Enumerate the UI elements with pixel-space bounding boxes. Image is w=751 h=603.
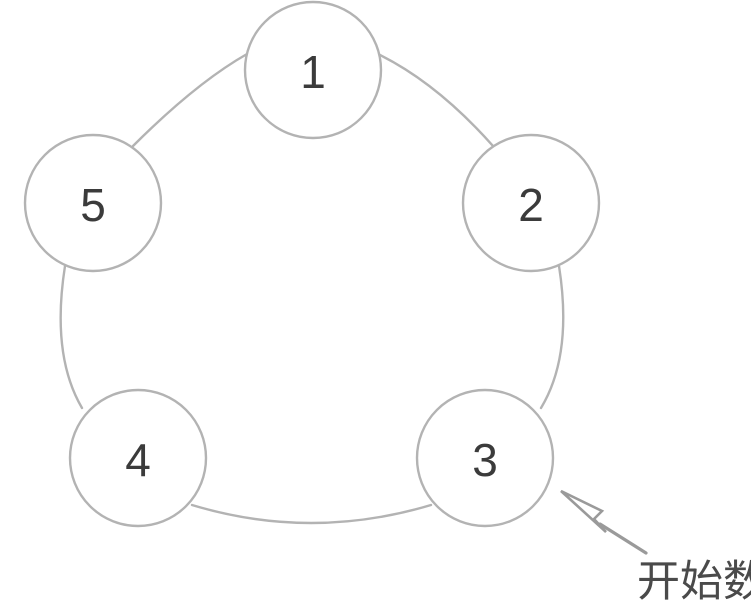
connection-1-to-2 (378, 53, 495, 148)
node-group-4[interactable]: 4 (68, 388, 208, 528)
node-circle-5[interactable] (23, 133, 163, 273)
connection-5-to-1 (131, 52, 249, 148)
node-label-3: 3 (472, 434, 498, 486)
connection-3-to-4 (190, 503, 433, 525)
node-group-2[interactable]: 2 (461, 133, 601, 273)
pointer-shaft (598, 522, 648, 555)
node-group-5[interactable]: 5 (23, 133, 163, 273)
annotation-pointer (560, 489, 648, 555)
ring-connections (59, 52, 565, 525)
node-circle-2[interactable] (461, 133, 601, 273)
node-group-3[interactable]: 3 (415, 388, 555, 528)
node-label-4: 4 (125, 434, 151, 486)
pointer-arrowhead-icon (560, 489, 607, 533)
node-circle-3[interactable] (415, 388, 555, 528)
connection-2-to-3 (539, 264, 565, 410)
node-label-5: 5 (80, 179, 106, 231)
connection-4-to-5 (59, 264, 84, 410)
node-group-1[interactable]: 1 (243, 0, 383, 140)
node-label-1: 1 (300, 46, 326, 98)
node-label-2: 2 (518, 179, 544, 231)
node-circle-4[interactable] (68, 388, 208, 528)
node-circle-1[interactable] (243, 0, 383, 140)
annotation-label: 开始数 (637, 557, 751, 603)
